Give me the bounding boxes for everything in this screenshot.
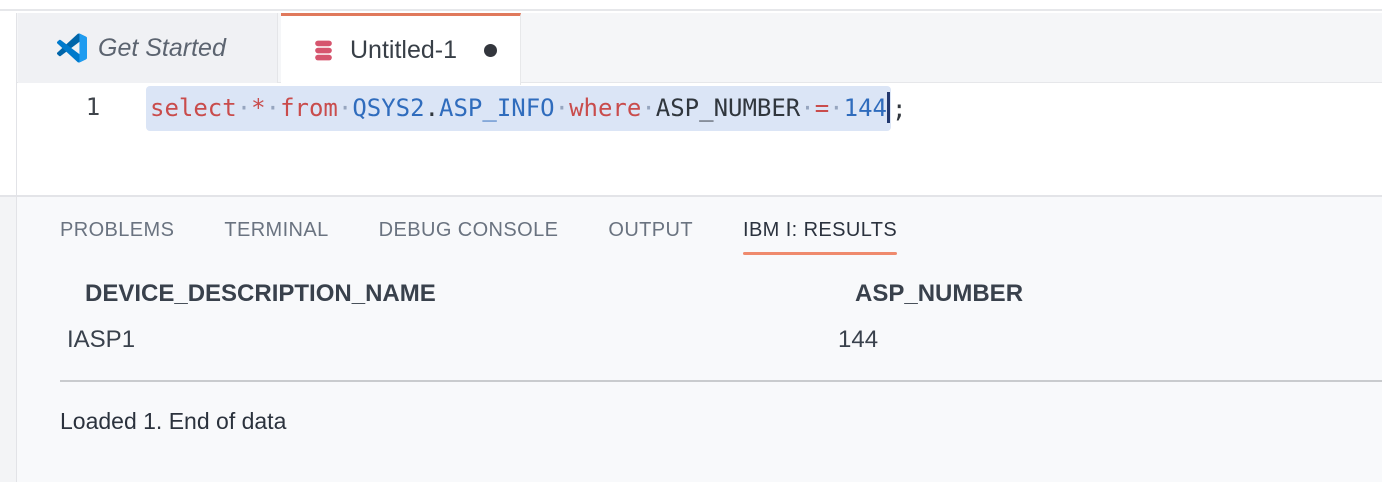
code-token: ASP_NUMBER <box>655 93 801 122</box>
code-token: ASP_INFO <box>439 93 555 122</box>
table-cell: IASP1 <box>67 326 136 353</box>
code-token: · <box>641 93 656 122</box>
selection-highlight: select·*·from·QSYS2.ASP_INFO·where·ASP_N… <box>146 86 891 131</box>
code-token: · <box>800 93 815 122</box>
code-token: · <box>829 93 844 122</box>
panel-left-margin <box>0 197 16 482</box>
panel-tab-debug-console[interactable]: DEBUG CONSOLE <box>378 218 559 241</box>
results-table-body: IASP1 144 <box>60 318 1382 362</box>
tab-get-started[interactable]: Get Started <box>18 13 278 83</box>
code-token: where <box>569 93 642 122</box>
results-table-header: DEVICE_DESCRIPTION_NAME ASP_NUMBER <box>60 270 1382 318</box>
line-number: 1 <box>85 93 101 121</box>
code-token: QSYS2 <box>352 93 425 122</box>
code-editor[interactable]: 1 select·*·from·QSYS2.ASP_INFO·where·ASP… <box>0 85 1382 195</box>
code-token: 144 <box>843 93 887 122</box>
panel-tab-ibm-i-results[interactable]: IBM I: RESULTS <box>742 203 898 257</box>
results-table-divider <box>60 380 1382 382</box>
code-token: select <box>150 93 237 122</box>
table-row[interactable]: IASP1 144 <box>60 318 1382 362</box>
code-token: · <box>236 93 252 122</box>
tab-untitled-1-label: Untitled-1 <box>350 36 457 64</box>
column-header: DEVICE_DESCRIPTION_NAME <box>85 280 436 307</box>
code-line-tokens: select·*·from·QSYS2.ASP_INFO·where·ASP_N… <box>150 94 887 122</box>
table-cell: 144 <box>838 326 879 353</box>
bottom-panel <box>0 195 1382 482</box>
left-vertical-border <box>16 13 17 482</box>
database-icon <box>315 40 332 61</box>
text-cursor <box>886 92 890 123</box>
code-token: · <box>265 93 281 122</box>
tab-get-started-label: Get Started <box>98 33 226 62</box>
panel-tab-terminal[interactable]: TERMINAL <box>224 218 329 241</box>
tab-untitled-1[interactable]: Untitled-1 <box>281 13 521 85</box>
panel-tab-bar: PROBLEMS TERMINAL DEBUG CONSOLE OUTPUT IBM I… <box>60 203 898 257</box>
panel-tab-output[interactable]: OUTPUT <box>608 218 693 241</box>
code-token: . <box>424 93 440 122</box>
unsaved-changes-dot[interactable] <box>484 44 497 57</box>
code-token: · <box>337 93 353 122</box>
column-header: ASP_NUMBER <box>855 280 1024 307</box>
vscode-logo-icon <box>57 33 87 63</box>
code-token: from <box>280 93 338 122</box>
code-token: = <box>814 93 830 122</box>
code-token: * <box>251 93 266 122</box>
window-top-strip <box>0 0 1382 11</box>
results-table: DEVICE_DESCRIPTION_NAME ASP_NUMBER IASP1 1… <box>60 270 1382 382</box>
panel-tab-problems[interactable]: PROBLEMS <box>60 218 175 241</box>
code-line[interactable]: select·*·from·QSYS2.ASP_INFO·where·ASP_N… <box>146 86 906 131</box>
code-token: · <box>554 93 570 122</box>
code-after-selection: ; <box>891 94 907 123</box>
results-status-text: Loaded 1. End of data <box>60 408 287 434</box>
